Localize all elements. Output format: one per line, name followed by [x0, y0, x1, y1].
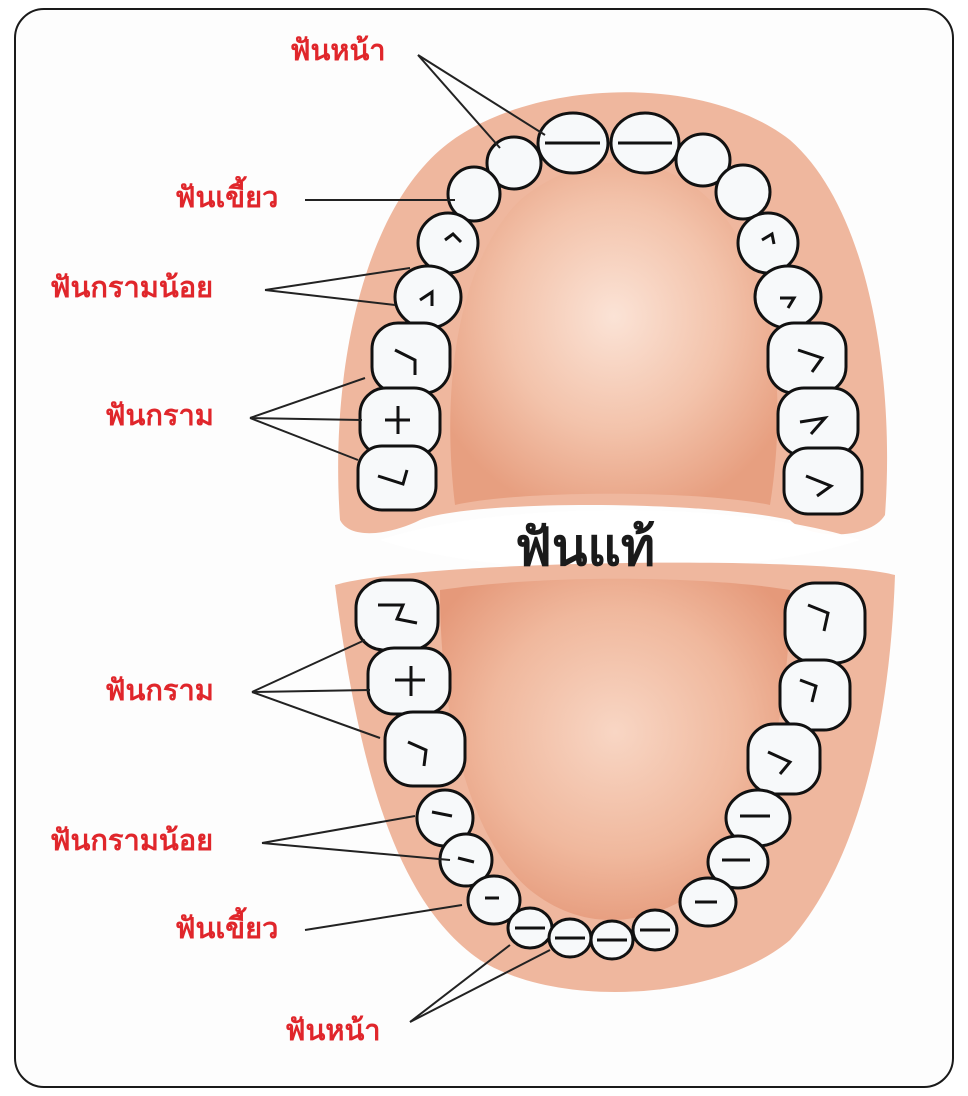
label-lower-incisors: ฟันหน้า: [285, 1013, 381, 1047]
label-upper-incisors: ฟันหน้า: [290, 33, 386, 67]
upper-canine: [716, 165, 770, 219]
label-upper-canine: ฟันเขี้ยว: [175, 175, 278, 214]
upper-molar: [358, 446, 436, 510]
upper-molar: [768, 323, 846, 393]
label-lower-premolars: ฟันกรามน้อย: [50, 823, 213, 857]
upper-premolar: [395, 266, 461, 328]
lower-molar: [356, 580, 438, 650]
upper-molar: [784, 448, 862, 514]
label-lower-molars: ฟันกราม: [105, 673, 214, 707]
label-upper-molars: ฟันกราม: [105, 398, 214, 432]
label-lower-canine: ฟันเขี้ยว: [175, 906, 278, 945]
label-center-permanent-teeth: ฟันแท้: [515, 518, 655, 578]
upper-premolar: [418, 213, 478, 273]
upper-premolar: [738, 213, 798, 273]
upper-molar: [778, 388, 858, 456]
label-upper-premolars: ฟันกรามน้อย: [50, 270, 213, 304]
